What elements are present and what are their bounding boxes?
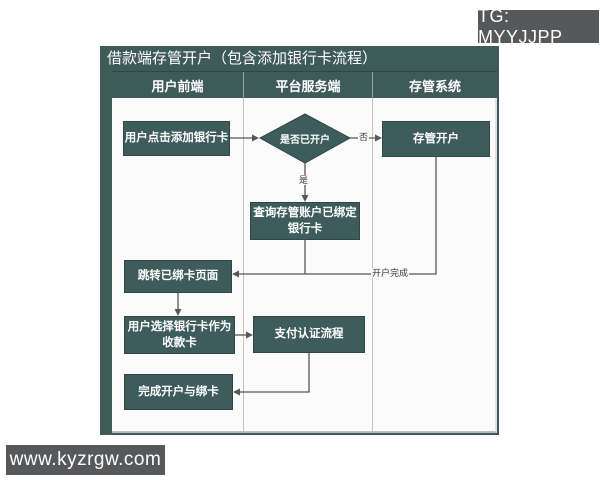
flowchart-frame: 借款端存管开户（包含添加银行卡流程） 用户前端 平台服务端 存管系统 (100, 46, 499, 435)
lane-divider (372, 98, 373, 431)
flowchart-body: 用户点击添加银行卡 是否已开户 存管开户 查询存管账户已绑定 银行卡 跳转已绑卡… (112, 98, 497, 433)
edge-auth-to-finish (240, 353, 310, 393)
flowchart-title: 借款端存管开户（包含添加银行卡流程） (107, 50, 378, 67)
node-jump-to-bound-card-page: 跳转已绑卡页面 (124, 260, 232, 293)
node-depository-account-open: 存管开户 (382, 121, 490, 157)
website-watermark-badge: www.kyzrgw.com (6, 445, 165, 475)
decision-is-account-opened: 是否已开户 (280, 135, 330, 146)
lane-header-platform-server: 平台服务端 (243, 72, 372, 98)
node-click-add-bank-card: 用户点击添加银行卡 (123, 121, 230, 156)
edge-open-done (239, 157, 437, 275)
node-select-card-as-receiving: 用户选择银行卡作为 收款卡 (124, 316, 235, 354)
node-payment-auth-flow: 支付认证流程 (253, 316, 365, 353)
website-watermark-text: www.kyzrgw.com (9, 449, 162, 470)
telegram-watermark-badge: TG: MYYJJPP (478, 6, 599, 47)
node-query-bound-bank-card: 查询存管账户已绑定 银行卡 (250, 202, 360, 240)
lane-divider (243, 98, 244, 431)
decision-diamond-shape (258, 113, 352, 164)
arrowheads (174, 134, 382, 396)
edge-label-open-done: 开户完成 (371, 268, 410, 278)
node-finish-open-and-bind: 完成开户与绑卡 (124, 374, 233, 410)
edge-label-yes: 是 (298, 175, 310, 185)
lane-header-row: 用户前端 平台服务端 存管系统 (112, 71, 497, 98)
edge-label-no: 否 (358, 132, 370, 142)
lane-header-depository-system: 存管系统 (372, 72, 497, 98)
lane-header-user-frontend: 用户前端 (151, 78, 204, 94)
flow-connectors (174, 113, 437, 396)
telegram-watermark-text: TG: MYYJJPP (478, 5, 563, 47)
